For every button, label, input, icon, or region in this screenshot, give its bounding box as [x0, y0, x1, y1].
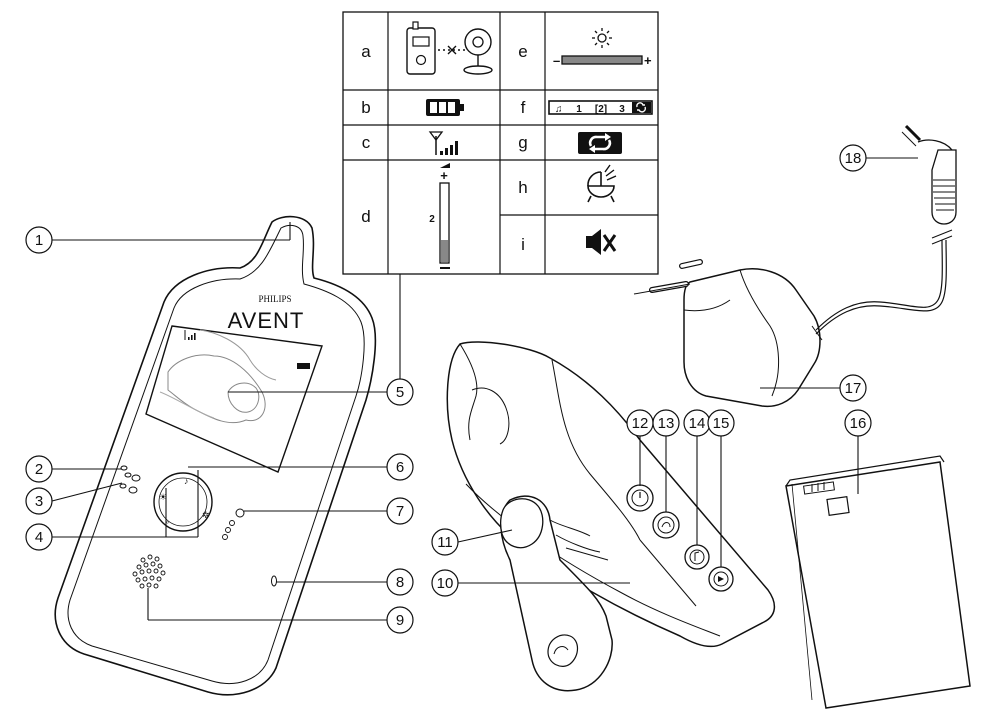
- callout-7: 7: [396, 503, 404, 520]
- battery-icon: [426, 99, 464, 116]
- lullaby-note-glyph: ♫: [555, 104, 563, 115]
- lullaby-bar-icon: ♫ 1 [2] 3: [548, 100, 653, 115]
- nightlight-button[interactable]: [652, 511, 680, 539]
- row-letter-h: h: [518, 178, 527, 197]
- brightness-minus: –: [553, 53, 560, 68]
- parent-unit: PHILIPS AVENT: [54, 215, 377, 696]
- callout-1: 1: [35, 232, 43, 249]
- dc-plug: [901, 124, 957, 225]
- dial-lullaby-glyph: ♪: [184, 476, 189, 486]
- volume-level-label: 2: [429, 214, 435, 225]
- callout-11: 11: [437, 534, 453, 551]
- play-stop-button[interactable]: [708, 566, 734, 592]
- callout-2: 2: [35, 461, 43, 478]
- dial-brightness-glyph: ☀: [159, 492, 167, 502]
- callouts: [25, 144, 872, 634]
- row-letter-a: a: [361, 42, 371, 61]
- power-button[interactable]: [626, 484, 654, 512]
- callout-9: 9: [396, 612, 404, 629]
- power-light: [235, 508, 245, 518]
- mute-icon: [586, 229, 617, 255]
- brightness-icon: – +: [553, 28, 652, 68]
- plug-pins: [633, 259, 703, 295]
- callout-10: 10: [437, 575, 454, 592]
- callout-8: 8: [396, 574, 404, 591]
- battery-pack: [785, 455, 971, 709]
- signal-icon: [428, 131, 458, 155]
- battery-contacts: [803, 481, 835, 495]
- side-buttons: [626, 484, 734, 592]
- screen-battery-icon: [297, 363, 310, 369]
- lullaby-button[interactable]: [684, 544, 710, 570]
- unit-back-view: [446, 341, 776, 692]
- power-adapter: [633, 229, 953, 408]
- callout-labels: 1 2 3 4 5 6 7 8 9 10 11 12 13 14 15 16 1…: [35, 150, 867, 629]
- speaker-grill: [132, 554, 166, 589]
- microphone-holes: [222, 520, 235, 540]
- callout-6: 6: [396, 459, 404, 476]
- link-icon: [406, 21, 493, 75]
- lullaby-item-3: 3: [619, 104, 625, 115]
- callout-3: 3: [35, 493, 43, 510]
- callout-15: 15: [713, 415, 730, 432]
- callout-4: 4: [35, 529, 43, 546]
- dial-left-glyph: ◦: [166, 517, 169, 527]
- callout-5: 5: [396, 384, 404, 401]
- screen: [145, 325, 323, 473]
- callout-16: 16: [850, 415, 867, 432]
- dial-sun-glyph: ✲: [202, 510, 210, 520]
- icon-table: a b c d e f g h i: [342, 11, 659, 275]
- power-socket: [271, 575, 277, 587]
- brand-logo-text: AVENT: [228, 308, 305, 333]
- repeat-icon: [578, 132, 622, 154]
- callout-14: 14: [689, 415, 706, 432]
- brightness-plus: +: [644, 53, 652, 68]
- lullaby-item-1: 1: [576, 104, 582, 115]
- leader-lines: [51, 157, 918, 621]
- row-letter-e: e: [518, 42, 527, 61]
- brand-small-text: PHILIPS: [258, 294, 291, 304]
- row-letter-c: c: [362, 133, 371, 152]
- row-letter-d: d: [361, 207, 370, 226]
- callout-13: 13: [658, 415, 675, 432]
- lullaby-item-2: [2]: [595, 104, 607, 115]
- callout-18: 18: [845, 150, 862, 167]
- callout-12: 12: [632, 415, 649, 432]
- navigation-dial[interactable]: ☀ ♪ ✲ ◦: [153, 472, 213, 532]
- belt-clip: [499, 495, 613, 692]
- screen-signal-icon: [184, 330, 196, 340]
- callout-17: 17: [845, 380, 862, 397]
- row-letter-b: b: [361, 98, 370, 117]
- row-letter-g: g: [518, 133, 527, 152]
- indicator-lights: [119, 465, 141, 494]
- cot-icon: [587, 164, 617, 203]
- volume-bar-icon: + 2: [429, 163, 450, 269]
- volume-plus: +: [440, 168, 448, 183]
- row-letter-i: i: [521, 235, 525, 254]
- row-letter-f: f: [521, 98, 526, 117]
